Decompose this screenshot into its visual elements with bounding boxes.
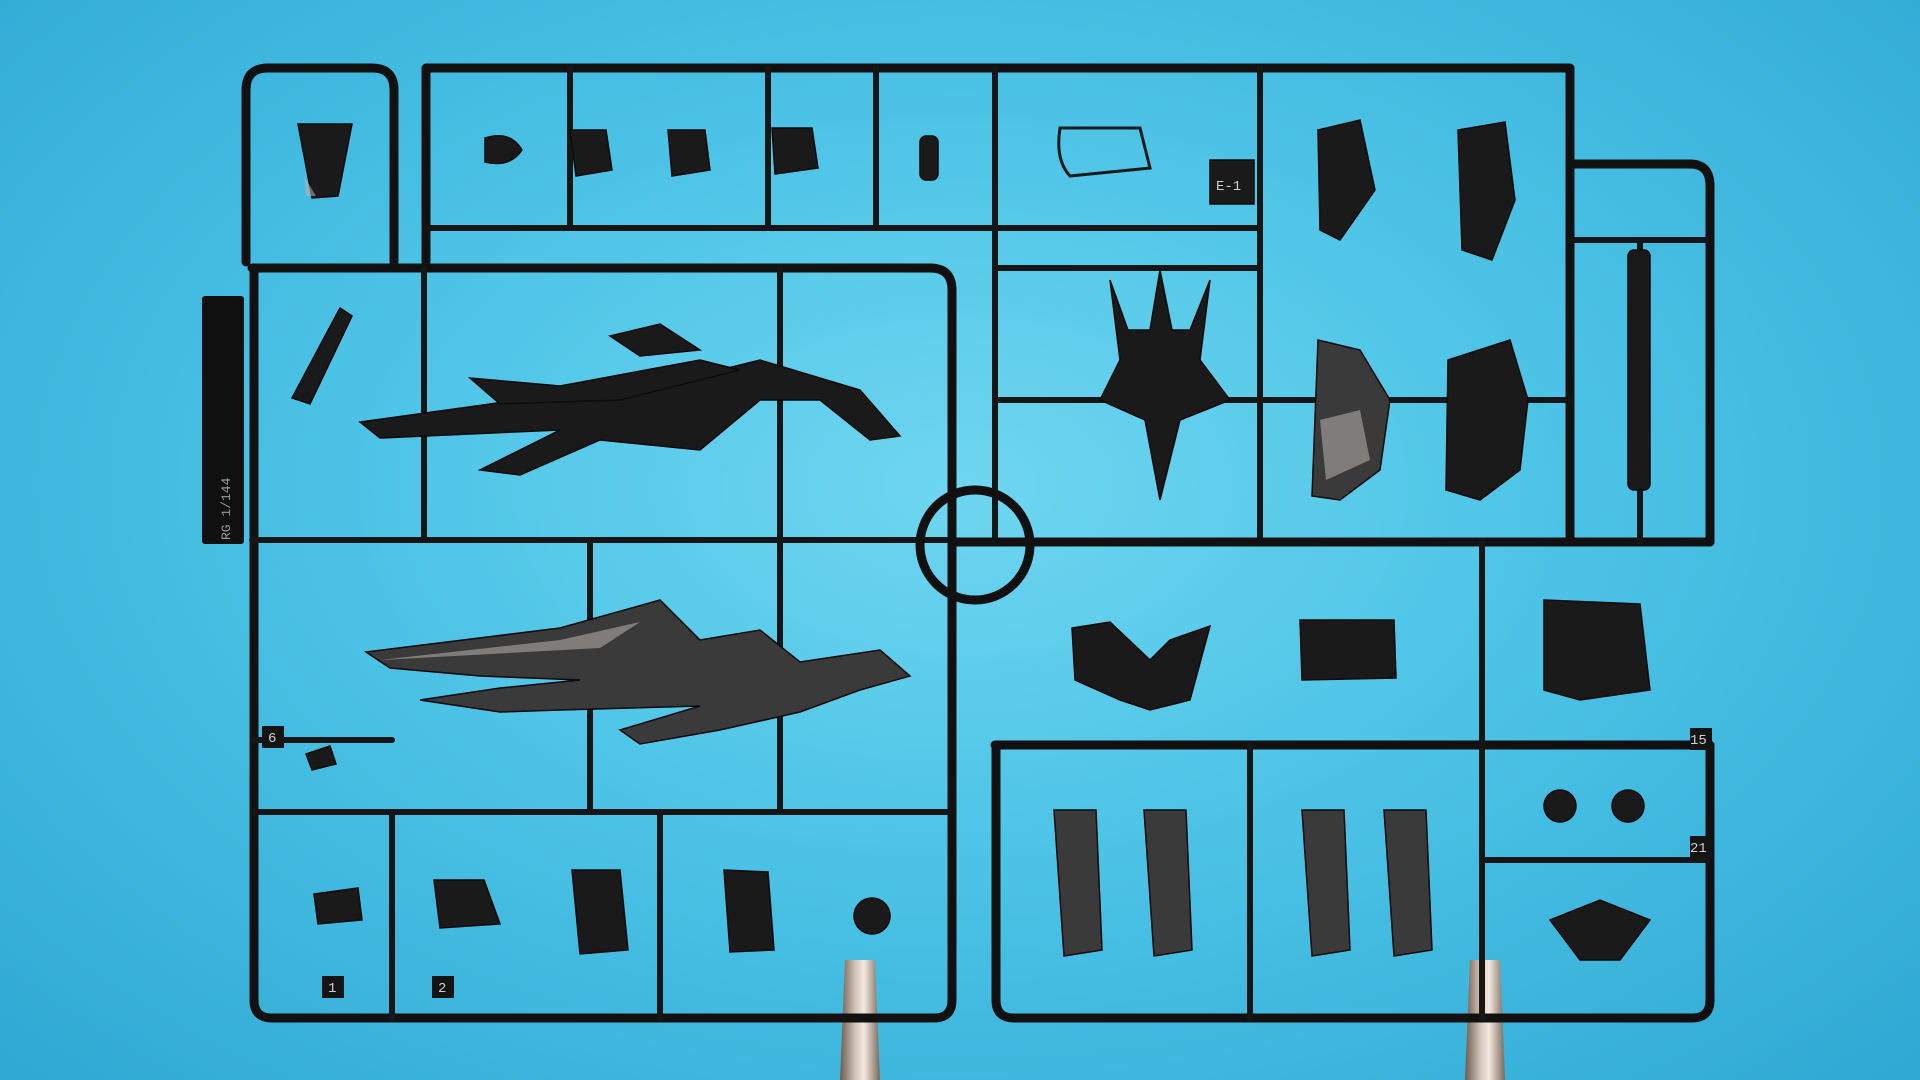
tag-1: 1 [328, 981, 336, 997]
mid-right-parts: 15 [1071, 599, 1712, 750]
wing-blades-upper [290, 306, 902, 476]
tag-e1: E-1 [1216, 179, 1241, 195]
wing-blades-lower [363, 599, 912, 745]
sprue-ring [915, 485, 1035, 605]
center-torso-part [1098, 269, 1232, 501]
tag-15: 15 [1690, 733, 1707, 749]
part-v-shape [297, 123, 353, 199]
bottom-left-parts: 6 1 2 [262, 726, 891, 998]
label-plate-text: RG 1/144 [219, 477, 234, 540]
bottom-right-parts: 21 [1053, 789, 1712, 961]
armor-plates-right [1311, 119, 1651, 501]
tag-21: 21 [1690, 841, 1707, 857]
label-plate: RG 1/144 [202, 296, 244, 544]
tag-2: 2 [438, 981, 446, 997]
tag-6: 6 [268, 731, 276, 747]
right-sprue-frame [947, 159, 1715, 1023]
top-row-parts: E-1 [484, 126, 1255, 205]
